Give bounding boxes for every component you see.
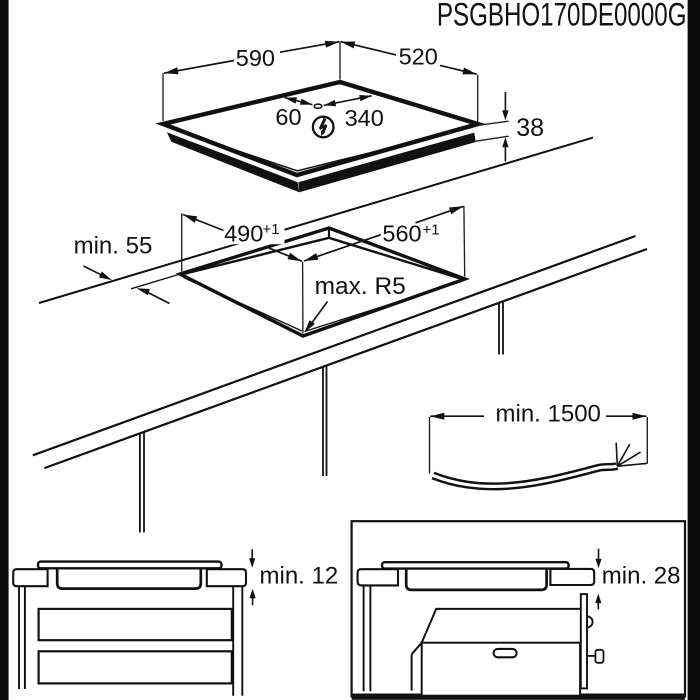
svg-text:490: 490 bbox=[224, 220, 263, 246]
svg-text:+1: +1 bbox=[422, 221, 439, 238]
svg-text:60: 60 bbox=[275, 104, 301, 130]
svg-text:+1: +1 bbox=[262, 221, 279, 238]
svg-text:PSGBHO170DE0000G: PSGBHO170DE0000G bbox=[437, 0, 687, 33]
svg-text:590: 590 bbox=[236, 45, 275, 71]
svg-text:520: 520 bbox=[399, 43, 438, 69]
svg-text:min. 1500: min. 1500 bbox=[496, 401, 601, 428]
svg-text:min. 12: min. 12 bbox=[260, 562, 339, 589]
svg-text:min. 55: min. 55 bbox=[74, 232, 153, 259]
svg-text:max. R5: max. R5 bbox=[315, 273, 406, 300]
svg-text:38: 38 bbox=[516, 114, 544, 142]
svg-text:560: 560 bbox=[382, 220, 421, 246]
svg-text:340: 340 bbox=[345, 105, 384, 131]
svg-text:min. 28: min. 28 bbox=[602, 563, 681, 590]
